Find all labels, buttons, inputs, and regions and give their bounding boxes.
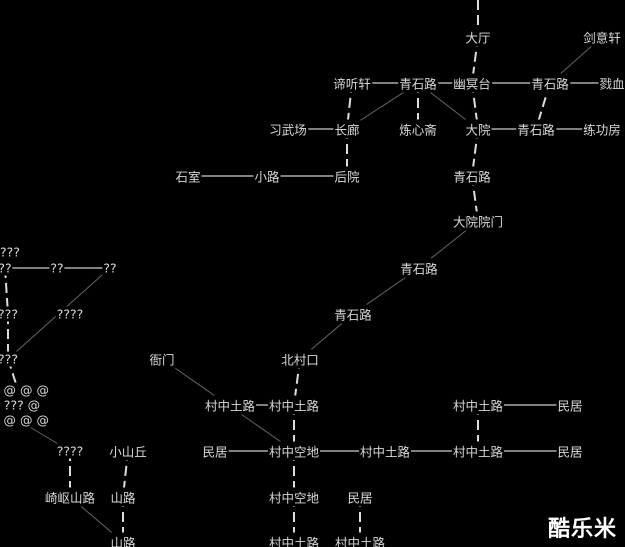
- map-room[interactable]: 剑意轩: [582, 27, 622, 47]
- map-room[interactable]: 炼心斋: [398, 119, 438, 139]
- map-room[interactable]: 村中土路: [203, 395, 257, 415]
- map-room[interactable]: ??: [49, 260, 65, 276]
- room-connection: [4, 267, 9, 315]
- map-room[interactable]: 民居: [556, 441, 584, 461]
- map-room[interactable]: 青石路: [398, 73, 438, 93]
- map-room[interactable]: ??? @: [2, 397, 42, 413]
- map-room[interactable]: ????: [55, 443, 85, 459]
- map-room[interactable]: 村中土路: [451, 441, 505, 461]
- map-room[interactable]: 戮血: [598, 73, 625, 93]
- map-room[interactable]: 北村口: [280, 349, 320, 369]
- map-room[interactable]: 山路: [109, 487, 137, 507]
- map-room[interactable]: 村中空地: [267, 487, 321, 507]
- map-room[interactable]: 小路: [253, 166, 281, 186]
- map-room[interactable]: ???: [0, 306, 19, 322]
- map-room[interactable]: 长廊: [333, 119, 361, 139]
- map-room[interactable]: 村中土路: [451, 395, 505, 415]
- map-room[interactable]: 村中土路: [333, 532, 387, 547]
- map-room[interactable]: 村中空地: [267, 441, 321, 461]
- map-room[interactable]: 青石路: [530, 73, 570, 93]
- map-room[interactable]: 青石路: [452, 166, 492, 186]
- map-room[interactable]: 村中土路: [267, 395, 321, 415]
- map-room[interactable]: 民居: [346, 487, 374, 507]
- map-room[interactable]: 衙门: [148, 349, 176, 369]
- map-room[interactable]: 后院: [333, 166, 361, 186]
- map-room[interactable]: 村中土路: [358, 441, 412, 461]
- map-room[interactable]: 青石路: [516, 119, 556, 139]
- map-room[interactable]: 谛听轩: [332, 73, 372, 93]
- map-room[interactable]: 大厅: [464, 27, 492, 47]
- watermark: 酷乐米: [547, 517, 617, 542]
- map-room[interactable]: 大院院门: [451, 211, 505, 231]
- map-room[interactable]: 民居: [201, 441, 229, 461]
- map-room[interactable]: @ @ @ @: [0, 412, 50, 428]
- map-room[interactable]: 练功房: [582, 119, 622, 139]
- map-room[interactable]: 青石路: [333, 304, 373, 324]
- map-room[interactable]: 大院: [464, 119, 492, 139]
- map-room[interactable]: 石室: [174, 166, 202, 186]
- map-room[interactable]: 村中土路: [267, 532, 321, 547]
- map-room[interactable]: 民居: [556, 395, 584, 415]
- map-room[interactable]: 幽冥台: [452, 73, 492, 93]
- map-room[interactable]: ??: [0, 260, 13, 276]
- map-room[interactable]: 小山丘: [108, 441, 148, 461]
- map-room[interactable]: ??: [102, 260, 118, 276]
- map-room[interactable]: ???: [0, 351, 19, 367]
- map-room[interactable]: 习武场: [268, 119, 308, 139]
- map-room[interactable]: 山路: [109, 532, 137, 547]
- map-room[interactable]: @ @ @ @: [0, 382, 50, 398]
- map-room[interactable]: ????: [55, 306, 85, 322]
- map-room[interactable]: 崎岖山路: [43, 487, 97, 507]
- map-room[interactable]: ???: [0, 244, 21, 260]
- map-room[interactable]: 青石路: [399, 258, 439, 278]
